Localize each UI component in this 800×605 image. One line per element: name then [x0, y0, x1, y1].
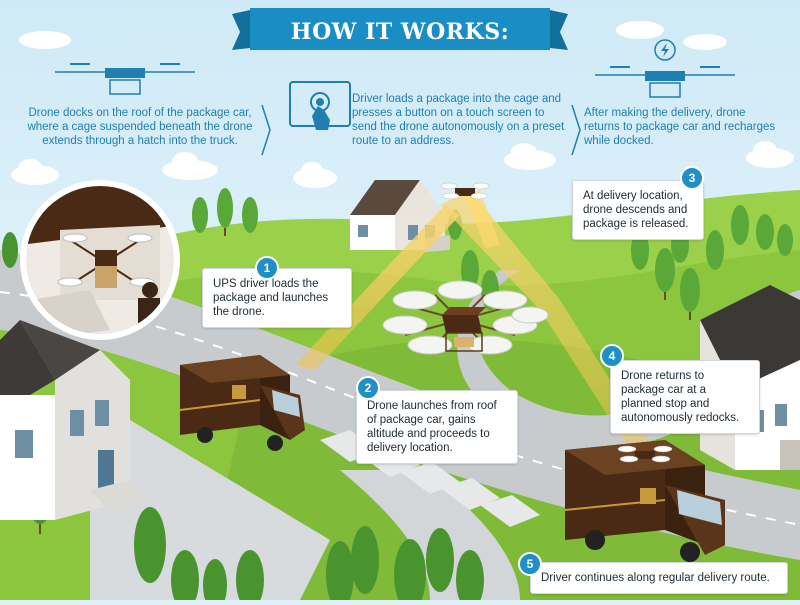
- lightning-icon: [654, 39, 676, 61]
- step-3-text: At delivery location, drone descends and…: [583, 190, 689, 230]
- flight-path: [440, 190, 660, 465]
- touch-screen-icon: [289, 81, 351, 130]
- step-1-callout: UPS driver loads the package and launche…: [202, 268, 352, 328]
- step-4-text: Drone returns to package car at a planne…: [621, 370, 740, 424]
- drone-icon: [595, 66, 735, 98]
- title-banner: [232, 8, 568, 50]
- step-1-number: 1: [255, 256, 279, 280]
- truck-icon: [564, 440, 725, 562]
- drone-icon: [440, 182, 490, 200]
- intro-step-recharge: After making the delivery, drone returns…: [584, 107, 776, 147]
- step-1-text: UPS driver loads the package and launche…: [213, 278, 329, 318]
- drone-icon: [382, 280, 549, 355]
- page-title: HOW IT WORKS:: [290, 19, 510, 45]
- title-banner-text-wrap: HOW IT WORKS:: [232, 10, 568, 54]
- step-2-number: 2: [356, 376, 380, 400]
- step-4-callout: Drone returns to package car at a planne…: [610, 360, 760, 434]
- truck-icon: [179, 355, 305, 451]
- drone-icon: [55, 63, 195, 95]
- intro-step-loading: Driver loads a package into the cage and…: [352, 93, 565, 147]
- step-5-number: 5: [518, 552, 542, 576]
- step-5-text: Driver continues along regular delivery …: [541, 572, 770, 584]
- step-4-number: 4: [600, 344, 624, 368]
- intro-step-docking: Drone docks on the roof of the package c…: [27, 107, 253, 147]
- flight-path: [295, 205, 460, 370]
- house-icon: [0, 320, 150, 520]
- loading-inset: [20, 180, 180, 340]
- step-2-text: Drone launches from roof of package car,…: [367, 400, 497, 454]
- step-5-callout: Driver continues along regular delivery …: [530, 562, 788, 594]
- step-2-callout: Drone launches from roof of package car,…: [356, 390, 518, 464]
- cloud-icon: [11, 21, 794, 188]
- step-3-number: 3: [680, 166, 704, 190]
- step-3-callout: At delivery location, drone descends and…: [572, 180, 704, 240]
